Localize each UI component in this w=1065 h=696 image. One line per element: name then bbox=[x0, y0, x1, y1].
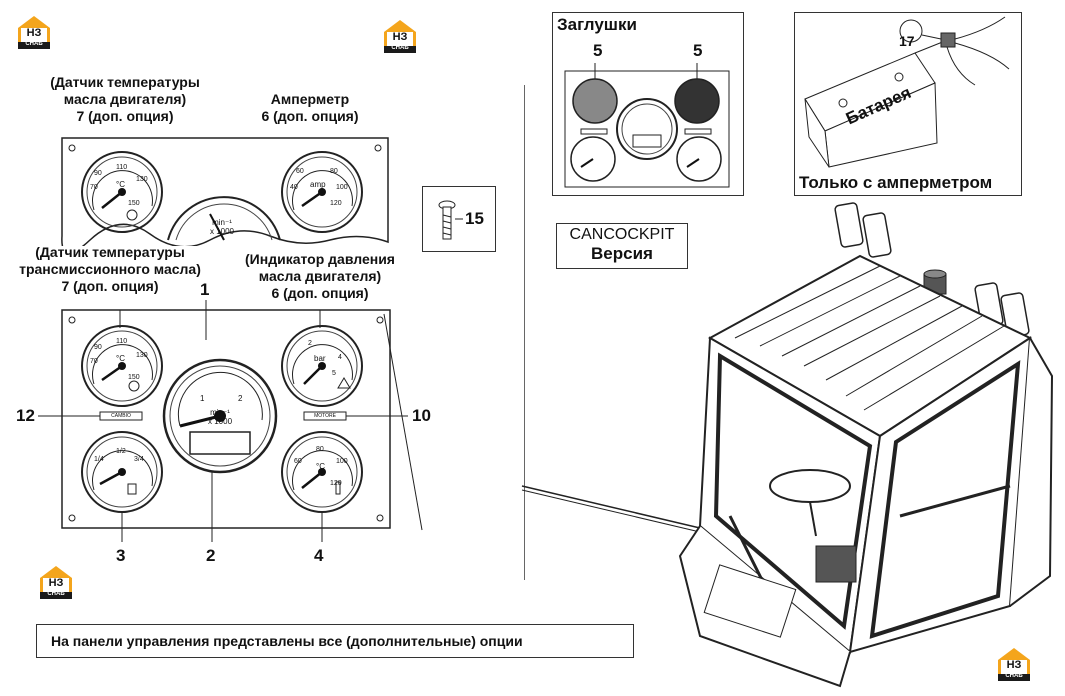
house-icon bbox=[40, 566, 72, 599]
logo-bottom-right: НЗ СНАБ bbox=[994, 646, 1034, 682]
battery-caption: Только с амперметром bbox=[799, 173, 993, 192]
gauge-fuel bbox=[81, 431, 163, 513]
cab-illustration bbox=[521, 202, 1054, 688]
gauge-ammeter bbox=[281, 151, 363, 233]
gauge-engine-oil-temp bbox=[81, 151, 163, 233]
house-icon bbox=[998, 648, 1030, 681]
pressure-scale: 2 4 5 bar bbox=[308, 340, 342, 377]
gauge-trans-oil-temp bbox=[81, 325, 163, 407]
plate-motore: MOTORE bbox=[314, 413, 336, 419]
top-instrument-panel bbox=[61, 137, 389, 246]
callout-4: 4 bbox=[314, 546, 324, 565]
screw-icon bbox=[438, 200, 463, 240]
callout-2: 2 bbox=[206, 546, 216, 565]
house-icon bbox=[384, 20, 416, 53]
plugs-box: Заглушки 5 5 bbox=[552, 12, 744, 196]
coolant-scale: 60 80 100 120 °C bbox=[294, 446, 348, 487]
logo-bottom-left: НЗ СНАБ bbox=[36, 564, 76, 600]
version-box: CANCOCKPIT Версия bbox=[556, 223, 688, 269]
callout-12: 12 bbox=[16, 406, 35, 425]
label-oil-pressure: (Индикатор давления масла двигателя) 6 (… bbox=[245, 251, 395, 301]
section-divider bbox=[524, 85, 526, 580]
gauge-tachometer bbox=[162, 358, 278, 474]
bottom-note-box: На панели управления представлены все (д… bbox=[36, 624, 634, 658]
screw-detail-box: 15 bbox=[422, 186, 496, 252]
bottom-note: На панели управления представлены все (д… bbox=[51, 633, 523, 649]
callout-17: 17 bbox=[899, 33, 915, 49]
bottom-instrument-panel bbox=[38, 300, 423, 542]
callout-1: 1 bbox=[200, 280, 210, 299]
tach-scale: 1 2 min⁻¹ x 1000 bbox=[200, 394, 243, 426]
callout-10: 10 bbox=[412, 406, 431, 425]
gauge-tachometer-partial bbox=[167, 196, 281, 241]
logo-top-left: НЗ СНАБ bbox=[14, 14, 54, 50]
callout-3: 3 bbox=[116, 546, 126, 565]
callout-5b: 5 bbox=[693, 41, 703, 60]
trans-temp-scale: 70 90 110 130 150 °C bbox=[90, 338, 148, 381]
fuel-scale: 1/4 1/2 3/4 bbox=[94, 448, 144, 463]
version-line2: Версия bbox=[591, 244, 653, 263]
plugs-title: Заглушки bbox=[557, 15, 637, 34]
callout-15: 15 bbox=[465, 209, 484, 228]
plate-cambio: CAMBIO bbox=[111, 413, 131, 419]
battery-box: 17 Батарея Только с амперметром bbox=[794, 12, 1022, 196]
house-icon bbox=[18, 16, 50, 49]
version-line1: CANCOCKPIT bbox=[569, 226, 675, 243]
gauge-oil-pressure bbox=[281, 325, 363, 407]
label-ammeter: Амперметр 6 (доп. опция) bbox=[261, 91, 359, 124]
logo-top-center: НЗ СНАБ bbox=[380, 18, 420, 54]
plugs-panel-illustration bbox=[564, 63, 730, 188]
callout-5a: 5 bbox=[593, 41, 603, 60]
battery-illustration bbox=[804, 16, 1010, 168]
label-trans-oil-temp: (Датчик температуры трансмиссионного мас… bbox=[19, 244, 201, 294]
label-oil-temp-sensor: (Датчик температуры масла двигателя) 7 (… bbox=[50, 74, 200, 124]
top-rpm-unit: min⁻¹ x 1000 bbox=[209, 218, 235, 236]
